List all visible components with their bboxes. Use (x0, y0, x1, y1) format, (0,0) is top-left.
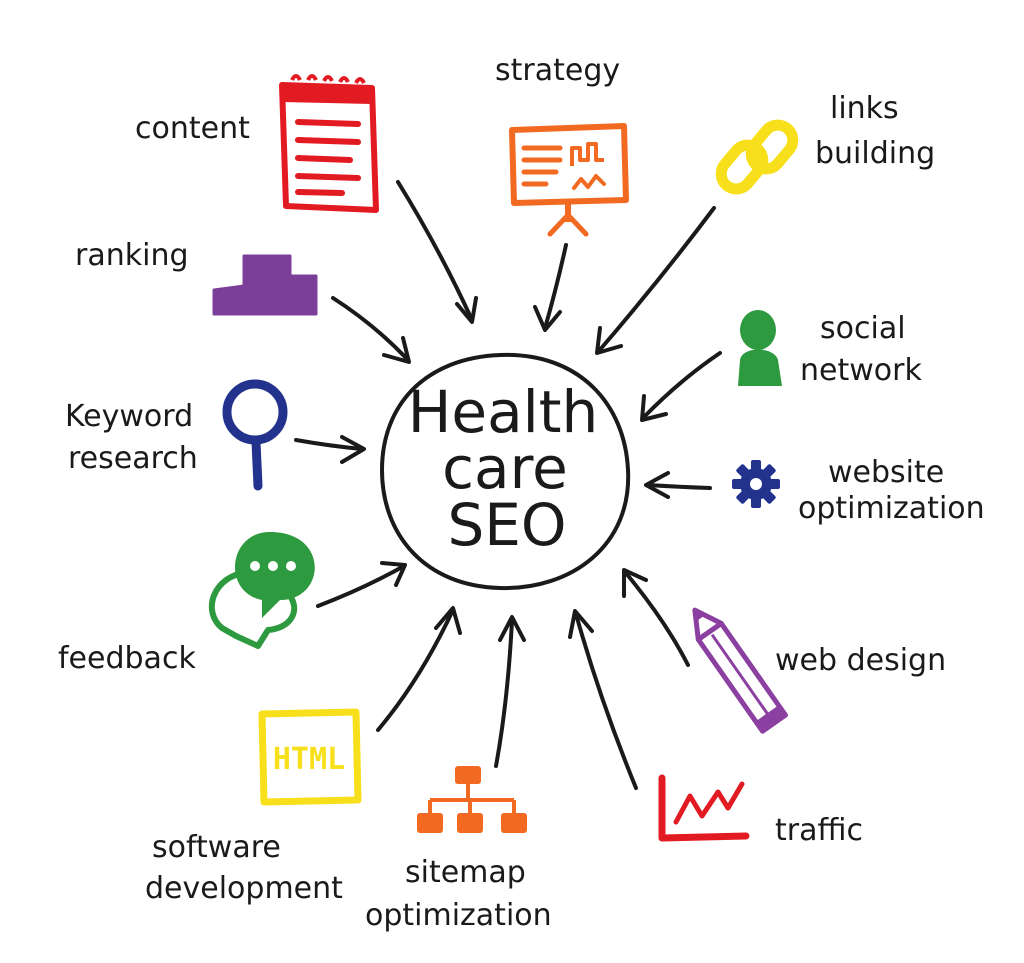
center-title-line1: Health (408, 378, 598, 446)
node-content: content (135, 74, 379, 213)
node-sitemap-optimization: sitemap optimization (365, 766, 552, 933)
label-social-line2: network (800, 353, 922, 388)
gear-icon (732, 460, 780, 508)
node-links-building: links building (715, 91, 935, 195)
center-title-line3: SEO (447, 491, 566, 559)
node-social-network: social network (738, 310, 922, 388)
label-sitemap-line1: sitemap (405, 855, 526, 890)
arrow-web-design (622, 568, 690, 667)
label-website-line2: optimization (798, 491, 985, 526)
arrow-social (640, 351, 722, 422)
person-icon (738, 310, 782, 386)
arrows (294, 180, 722, 790)
center-title-line2: care (442, 434, 568, 502)
node-website-optimization: website optimization (732, 455, 985, 526)
node-strategy: strategy (495, 53, 629, 237)
label-social-line1: social (820, 311, 906, 346)
label-software-line2: development (145, 871, 343, 906)
node-ranking: ranking (75, 238, 318, 316)
label-ranking: ranking (75, 238, 189, 273)
label-keyword-line2: research (68, 441, 198, 476)
label-links-line1: links (830, 91, 899, 126)
chain-link-icon (715, 119, 799, 195)
node-web-design: web design (692, 607, 946, 734)
center-node: Health care SEO (379, 352, 631, 591)
pencil-icon (692, 607, 788, 734)
arrow-software (376, 606, 462, 732)
notepad-icon (279, 74, 379, 213)
label-content: content (135, 111, 250, 146)
arrow-sitemap (494, 615, 526, 768)
arrow-links (595, 206, 716, 355)
node-traffic: traffic (658, 774, 863, 848)
arrow-keyword (294, 435, 366, 464)
arrow-ranking (331, 296, 411, 364)
node-software-development: HTML software development (145, 708, 362, 906)
magnifier-icon (222, 379, 288, 491)
node-keyword-research: Keyword research (65, 379, 288, 491)
label-links-line2: building (815, 136, 935, 171)
podium-icon (212, 254, 318, 316)
label-traffic: traffic (775, 813, 863, 848)
presentation-board-icon (509, 123, 629, 237)
label-software-line1: software (152, 830, 281, 865)
label-feedback: feedback (58, 641, 196, 676)
html-box-icon: HTML (258, 708, 362, 806)
arrow-content (396, 180, 478, 324)
label-website-line1: website (828, 455, 944, 490)
line-chart-icon (658, 774, 750, 842)
label-strategy: strategy (495, 53, 620, 88)
html-box-text: HTML (273, 742, 345, 777)
node-feedback: feedback (58, 532, 315, 676)
arrow-traffic (568, 609, 638, 790)
sitemap-icon (417, 766, 527, 833)
label-web-design: web design (775, 643, 946, 678)
arrow-website (644, 471, 712, 499)
arrow-feedback (316, 561, 407, 608)
speech-bubbles-icon (208, 532, 315, 649)
label-sitemap-line2: optimization (365, 898, 552, 933)
label-keyword-line1: Keyword (65, 399, 193, 434)
arrow-strategy (533, 243, 568, 332)
